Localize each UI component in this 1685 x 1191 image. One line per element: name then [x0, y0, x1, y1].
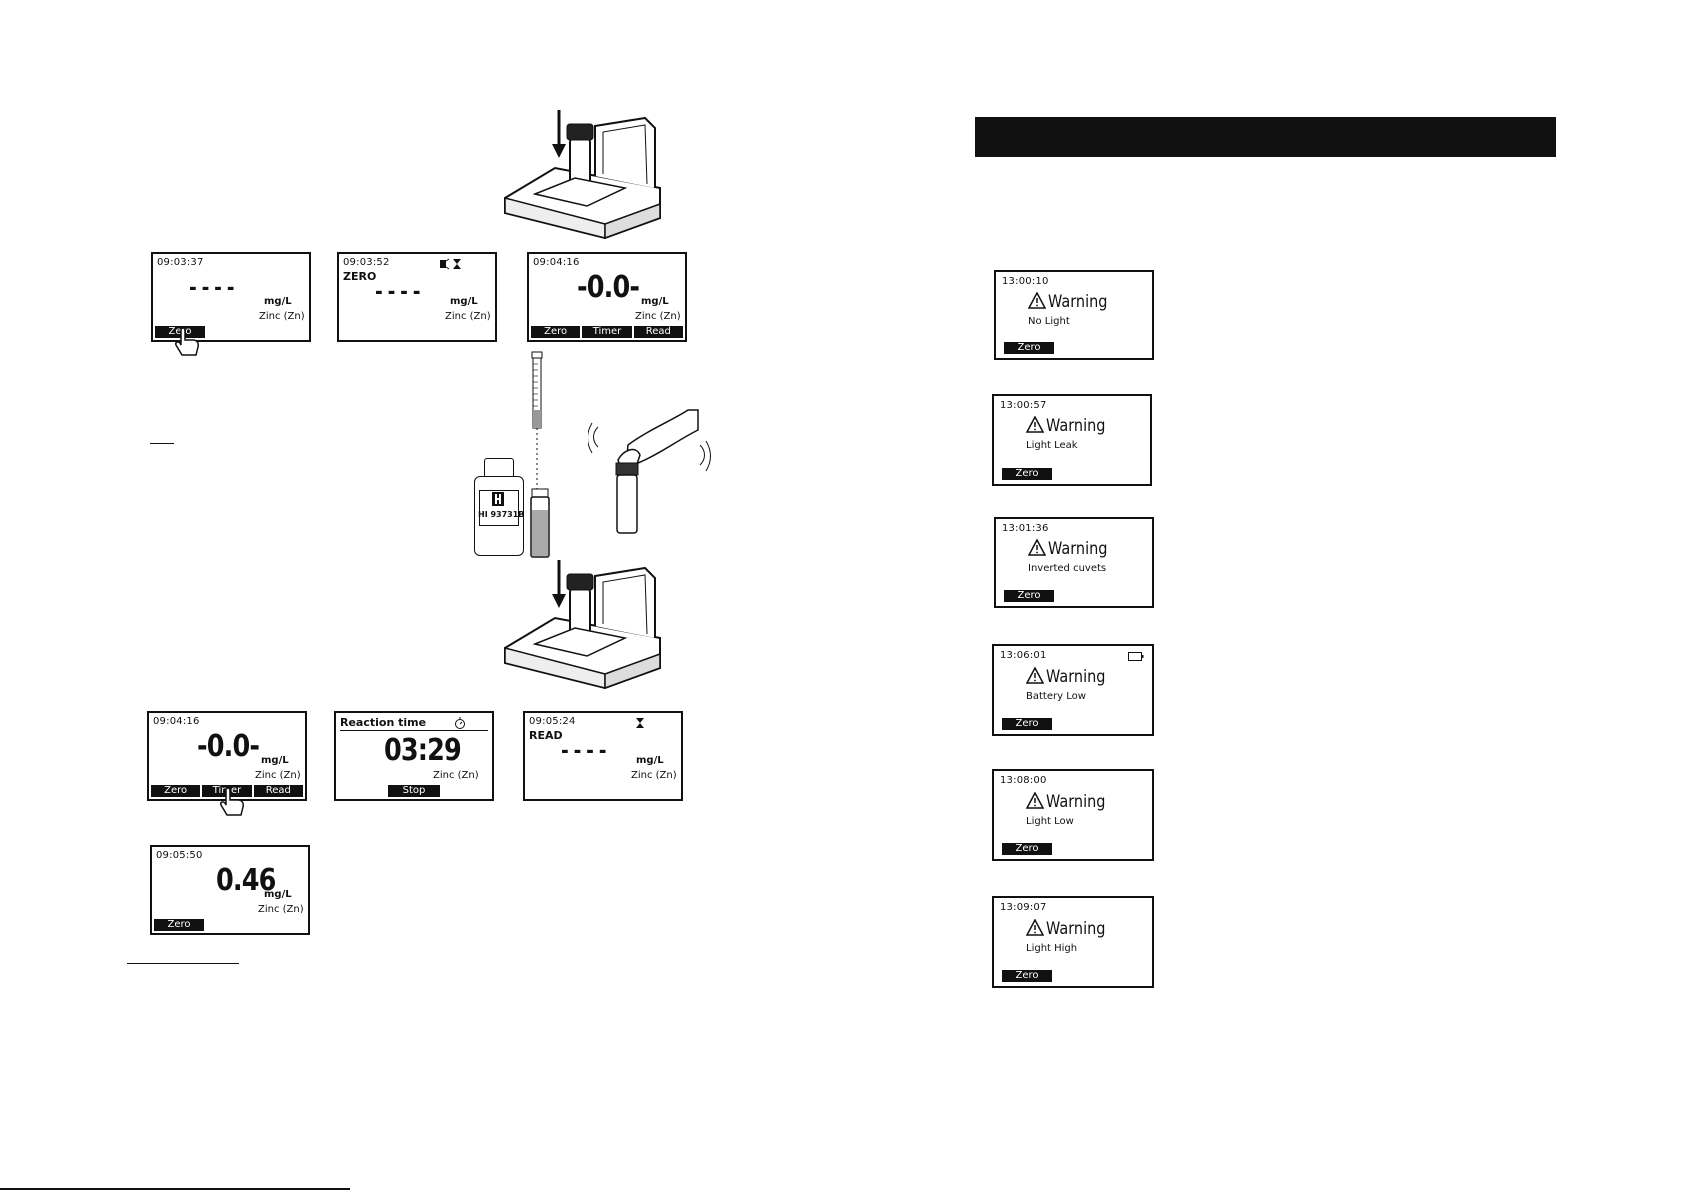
- stop-softkey[interactable]: Stop: [388, 785, 440, 797]
- meter-insert-cuvette-illustration-bottom: [504, 560, 661, 690]
- warning-screen-light-low: 13:08:00 Warning Light Low Zero: [992, 769, 1154, 861]
- warning-triangle-icon: [1028, 539, 1046, 556]
- meter-screen-zero-ready: 09:03:37 - - - - mg/L Zinc (Zn) Zero: [151, 252, 311, 342]
- reaction-time-title: Reaction time: [340, 716, 427, 729]
- parameter-label: Zinc (Zn): [433, 770, 479, 781]
- warning-triangle-icon: [1026, 667, 1044, 684]
- clock-time: 09:04:16: [153, 716, 200, 727]
- hourglass-icon: [636, 718, 644, 728]
- warning-message: Battery Low: [1026, 691, 1086, 702]
- page-bottom-rule: [0, 1188, 350, 1190]
- warning-screen-light-leak: 13:00:57 Warning Light Leak Zero: [992, 394, 1152, 486]
- meter-screen-reaction-timer: Reaction time 03:29 Zinc (Zn) Stop: [334, 711, 494, 801]
- clock-time: 09:05:24: [529, 716, 576, 727]
- parameter-label: Zinc (Zn): [635, 311, 681, 322]
- clock-time: 09:04:16: [533, 257, 580, 268]
- meter-screen-reading: 09:05:24 READ - - - - mg/L Zinc (Zn): [523, 711, 683, 801]
- read-status-label: READ: [529, 729, 563, 742]
- lamp-hourglass-icon: [440, 258, 461, 270]
- clock-time: 09:03:37: [157, 257, 204, 268]
- warning-title: Warning: [1048, 539, 1108, 559]
- battery-icon: [1128, 652, 1144, 661]
- parameter-label: Zinc (Zn): [255, 770, 301, 781]
- zero-softkey[interactable]: Zero: [1002, 843, 1052, 855]
- unit-label: mg/L: [264, 889, 292, 900]
- warning-title: Warning: [1046, 919, 1106, 939]
- zero-softkey[interactable]: Zero: [155, 326, 205, 338]
- zero-softkey[interactable]: Zero: [1002, 718, 1052, 730]
- timer-softkey[interactable]: Timer: [582, 326, 632, 338]
- clock-time: 09:03:52: [343, 257, 390, 268]
- meter-screen-zero-done: 09:04:16 -0.0- mg/L Zinc (Zn) Zero Timer…: [527, 252, 687, 342]
- clock-time: 13:08:00: [1000, 775, 1047, 786]
- parameter-label: Zinc (Zn): [445, 311, 491, 322]
- unit-label: mg/L: [264, 296, 292, 307]
- reagent-bottle: HI 93731B: [474, 458, 525, 557]
- warning-screen-light-high: 13:09:07 Warning Light High Zero: [992, 896, 1154, 988]
- countdown-value: 03:29: [384, 733, 462, 768]
- unit-label: mg/L: [450, 296, 478, 307]
- warning-message: Light Low: [1026, 816, 1074, 827]
- warning-screen-no-light: 13:00:10 Warning No Light Zero: [994, 270, 1154, 360]
- zero-softkey[interactable]: Zero: [1002, 468, 1052, 480]
- read-softkey[interactable]: Read: [633, 326, 683, 338]
- read-softkey[interactable]: Read: [253, 785, 303, 797]
- zero-softkey[interactable]: Zero: [531, 326, 581, 338]
- reagent-label: HI 93731B: [478, 510, 525, 519]
- warning-message: Light Leak: [1026, 440, 1078, 451]
- reading-value: -0.0-: [197, 729, 260, 764]
- warning-triangle-icon: [1026, 416, 1044, 433]
- clock-time: 13:09:07: [1000, 902, 1047, 913]
- clock-time: 09:05:50: [156, 850, 203, 861]
- parameter-label: Zinc (Zn): [259, 311, 305, 322]
- hand-shaking-cuvette-illustration: [588, 409, 711, 534]
- parameter-label: Zinc (Zn): [258, 904, 304, 915]
- footnote-rule: [127, 963, 239, 964]
- note-underline: [150, 443, 174, 444]
- warning-screen-battery-low: 13:06:01 Warning Battery Low Zero: [992, 644, 1154, 736]
- clock-time: 13:06:01: [1000, 650, 1047, 661]
- hand-pointer-icon: [175, 327, 199, 356]
- reading-dashes: - - - -: [375, 280, 420, 305]
- stopwatch-icon: [455, 717, 465, 729]
- unit-label: mg/L: [261, 755, 289, 766]
- warning-title: Warning: [1046, 416, 1106, 436]
- warning-title: Warning: [1048, 292, 1108, 312]
- warning-triangle-icon: [1026, 792, 1044, 809]
- section-header-bar: [975, 117, 1556, 157]
- reading-dashes: - - - -: [561, 739, 606, 764]
- reading-value: -0.0-: [577, 270, 640, 305]
- warning-title: Warning: [1046, 792, 1106, 812]
- warning-message: Inverted cuvets: [1028, 563, 1107, 574]
- zero-softkey[interactable]: Zero: [1004, 342, 1054, 354]
- warning-triangle-icon: [1026, 919, 1044, 936]
- result-value: 0.46: [216, 863, 276, 898]
- warning-message: No Light: [1028, 316, 1070, 327]
- parameter-label: Zinc (Zn): [631, 770, 677, 781]
- cuvette-illustration: [530, 488, 550, 558]
- unit-label: mg/L: [636, 755, 664, 766]
- clock-time: 13:00:57: [1000, 400, 1047, 411]
- meter-screen-zeroing: 09:03:52 ZERO - - - - mg/L Zinc (Zn): [337, 252, 497, 342]
- zero-softkey[interactable]: Zero: [1004, 590, 1054, 602]
- zero-softkey[interactable]: Zero: [154, 919, 204, 931]
- warning-title: Warning: [1046, 667, 1106, 687]
- warning-screen-inverted-cuvets: 13:01:36 Warning Inverted cuvets Zero: [994, 517, 1154, 608]
- unit-label: mg/L: [641, 296, 669, 307]
- reading-dashes: - - - -: [189, 276, 234, 301]
- clock-time: 13:00:10: [1002, 276, 1049, 287]
- zero-status-label: ZERO: [343, 270, 377, 283]
- hanna-logo-icon: [492, 492, 504, 506]
- zero-softkey[interactable]: Zero: [1002, 970, 1052, 982]
- warning-message: Light High: [1026, 943, 1078, 954]
- clock-time: 13:01:36: [1002, 523, 1049, 534]
- zero-softkey[interactable]: Zero: [151, 785, 201, 797]
- hand-pointer-icon: [220, 787, 244, 816]
- warning-triangle-icon: [1028, 292, 1046, 309]
- pipette-illustration: [531, 351, 543, 498]
- meter-screen-result: 09:05:50 0.46 mg/L Zinc (Zn) Zero: [150, 845, 310, 935]
- meter-insert-cuvette-illustration-top: [504, 110, 661, 240]
